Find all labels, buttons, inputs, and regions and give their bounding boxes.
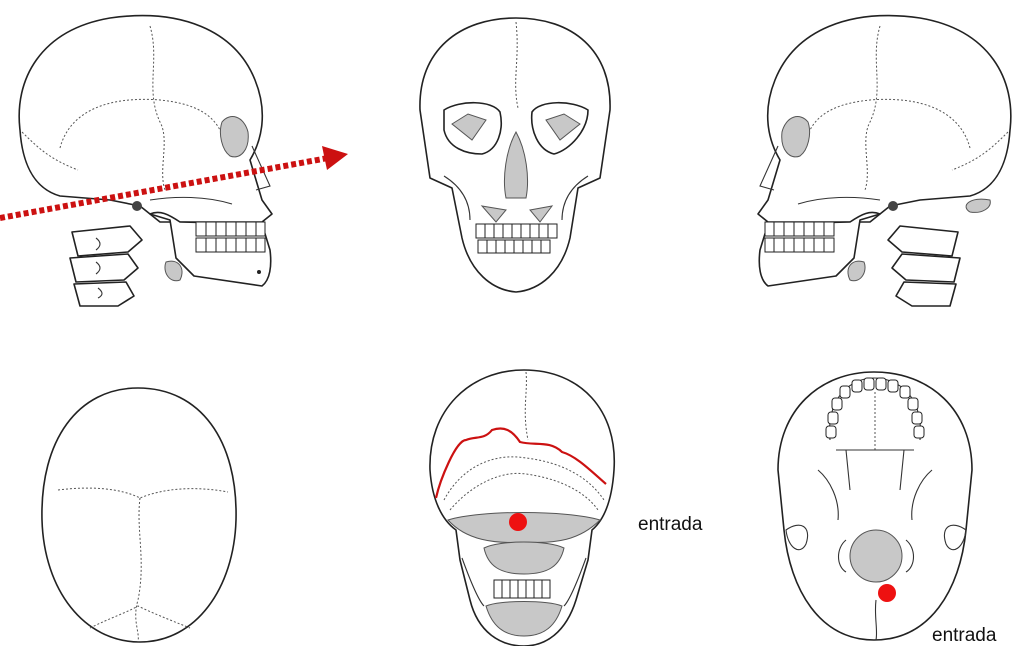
skull-lateral-right <box>0 16 348 306</box>
cervical-spine-left <box>888 226 960 306</box>
teeth-posterior <box>494 580 550 598</box>
entry-label-inferior: entrada <box>932 625 997 646</box>
entry-point-inferior <box>878 584 896 602</box>
entry-label-posterior: entrada <box>638 514 703 535</box>
skull-posterior: entrada <box>430 370 703 646</box>
skull-superior <box>42 388 236 642</box>
teeth-frontal <box>476 224 557 253</box>
skull-lateral-left <box>758 16 1011 306</box>
trajectory-arrowhead <box>322 146 348 170</box>
skull-frontal <box>420 18 610 292</box>
foramen-magnum <box>850 530 902 582</box>
entry-point-posterior <box>509 513 527 531</box>
cervical-spine <box>70 226 142 306</box>
skull-inferior: entrada <box>778 372 997 646</box>
